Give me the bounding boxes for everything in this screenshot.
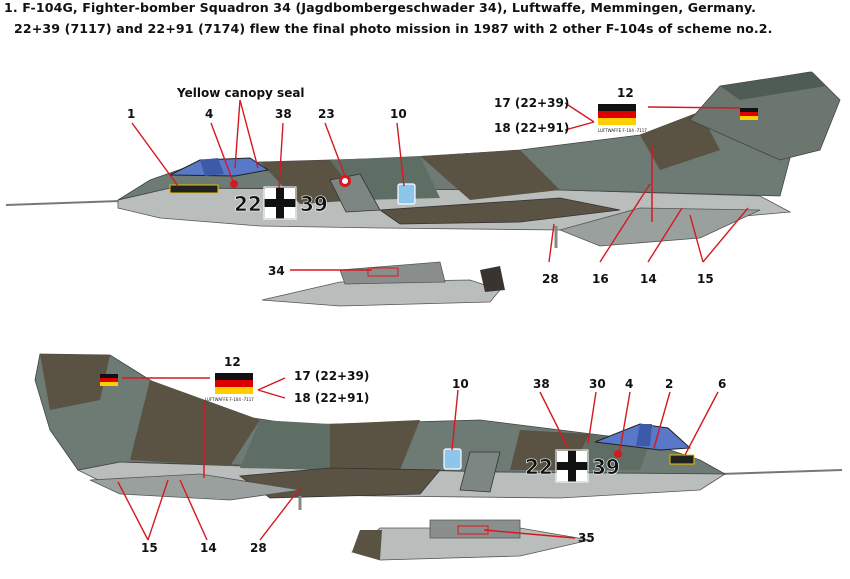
top-callout-23: 23	[318, 107, 335, 121]
bottom-callout-30: 30	[589, 377, 606, 391]
top-callout-15: 15	[697, 272, 714, 286]
caption-line-1: 1. F-104G, Fighter-bomber Squadron 34 (J…	[4, 0, 757, 15]
bottom-callout-28: 28	[250, 541, 267, 555]
bottom-callout-4: 4	[625, 377, 633, 391]
top-callout-16: 16	[592, 272, 609, 286]
top-aircraft-profile: 22 39	[5, 71, 841, 248]
bottom-callout-10: 10	[452, 377, 469, 391]
top-callout-1: 1	[127, 107, 135, 121]
top-callout-28: 28	[542, 272, 559, 286]
top-callout-17: 17 (22+39)	[494, 96, 569, 110]
bottom-callout-12: 12	[224, 355, 241, 369]
bottom-callout-35: 35	[578, 531, 595, 545]
top-callout-10: 10	[390, 107, 407, 121]
top-fin-stencil: LUFTWAFFE F-104 -7117	[598, 128, 647, 133]
bottom-detached-store	[351, 519, 591, 561]
top-callout-18: 18 (22+91)	[494, 121, 569, 135]
top-leader-lines	[131, 99, 749, 271]
bottom-serial-left: 22	[525, 455, 553, 479]
bottom-callout-15: 15	[141, 541, 158, 555]
bottom-callout-38: 38	[533, 377, 550, 391]
bottom-callout-18: 18 (22+91)	[294, 391, 369, 405]
top-detached-store	[261, 261, 505, 307]
bottom-callout-6: 6	[718, 377, 726, 391]
caption-line-2: 22+39 (7117) and 22+91 (7174) flew the f…	[14, 21, 773, 36]
bottom-fin-stencil: LUFTWAFFE F-104 -7117	[205, 397, 254, 402]
bottom-serial-right: 39	[592, 455, 620, 479]
yellow-canopy-seal-label: Yellow canopy seal	[176, 86, 305, 100]
bottom-leader-lines	[117, 377, 719, 541]
top-serial-right: 39	[300, 192, 328, 216]
bottom-callout-17: 17 (22+39)	[294, 369, 369, 383]
bottom-flag-legend: LUFTWAFFE F-104 -7117	[205, 373, 254, 402]
top-callout-12: 12	[617, 86, 634, 100]
top-callout-34: 34	[268, 264, 285, 278]
top-callout-14: 14	[640, 272, 657, 286]
bottom-callout-14: 14	[200, 541, 217, 555]
top-callout-4: 4	[205, 107, 213, 121]
top-flag-legend: LUFTWAFFE F-104 -7117	[598, 104, 647, 133]
top-callout-38: 38	[275, 107, 292, 121]
bottom-aircraft-profile: 22 39	[34, 353, 843, 510]
top-serial-left: 22	[234, 192, 262, 216]
bottom-callout-2: 2	[665, 377, 673, 391]
